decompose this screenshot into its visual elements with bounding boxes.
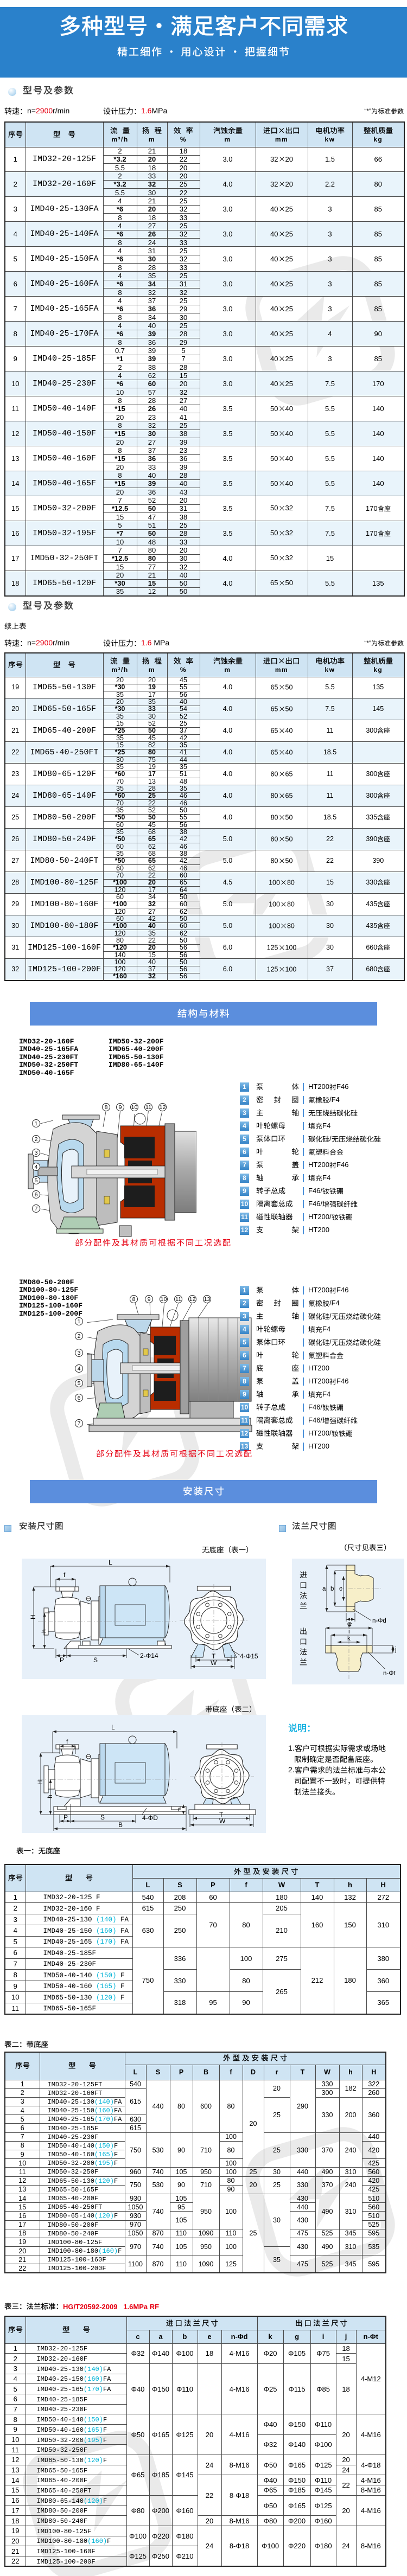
svg-text:W: W: [219, 1817, 226, 1825]
svg-text:h: h: [46, 1795, 54, 1798]
svg-text:T: T: [219, 1811, 224, 1818]
svg-text:h: h: [40, 1629, 48, 1633]
svg-text:S: S: [100, 1814, 105, 1821]
svg-text:b: b: [330, 1586, 334, 1592]
svg-text:c: c: [339, 1586, 342, 1592]
svg-text:2-Φ14: 2-Φ14: [140, 1652, 158, 1659]
svg-text:H: H: [29, 1614, 37, 1619]
svg-text:B: B: [118, 1821, 123, 1829]
svg-text:H: H: [36, 1780, 44, 1785]
svg-text:P: P: [63, 1814, 68, 1821]
svg-text:f: f: [63, 1571, 66, 1579]
svg-text:a: a: [322, 1586, 326, 1592]
svg-text:S: S: [93, 1656, 98, 1664]
svg-text:P: P: [60, 1656, 64, 1664]
svg-text:T: T: [212, 1652, 216, 1660]
svg-text:4-Φ15: 4-Φ15: [240, 1652, 258, 1660]
svg-text:j: j: [395, 1646, 397, 1653]
svg-text:r: r: [178, 1805, 180, 1813]
svg-text:L: L: [111, 1723, 115, 1731]
svg-text:e: e: [348, 1621, 352, 1627]
svg-text:4-ΦD: 4-ΦD: [142, 1814, 158, 1822]
svg-text:k: k: [347, 1636, 351, 1642]
svg-text:n-Φd: n-Φd: [372, 1618, 386, 1624]
svg-text:W: W: [211, 1659, 217, 1667]
svg-text:L: L: [109, 1559, 112, 1566]
svg-text:f: f: [66, 1738, 68, 1746]
svg-text:i: i: [348, 1629, 350, 1635]
svg-text:n-Φt: n-Φt: [383, 1670, 396, 1677]
svg-text:g: g: [347, 1621, 351, 1627]
